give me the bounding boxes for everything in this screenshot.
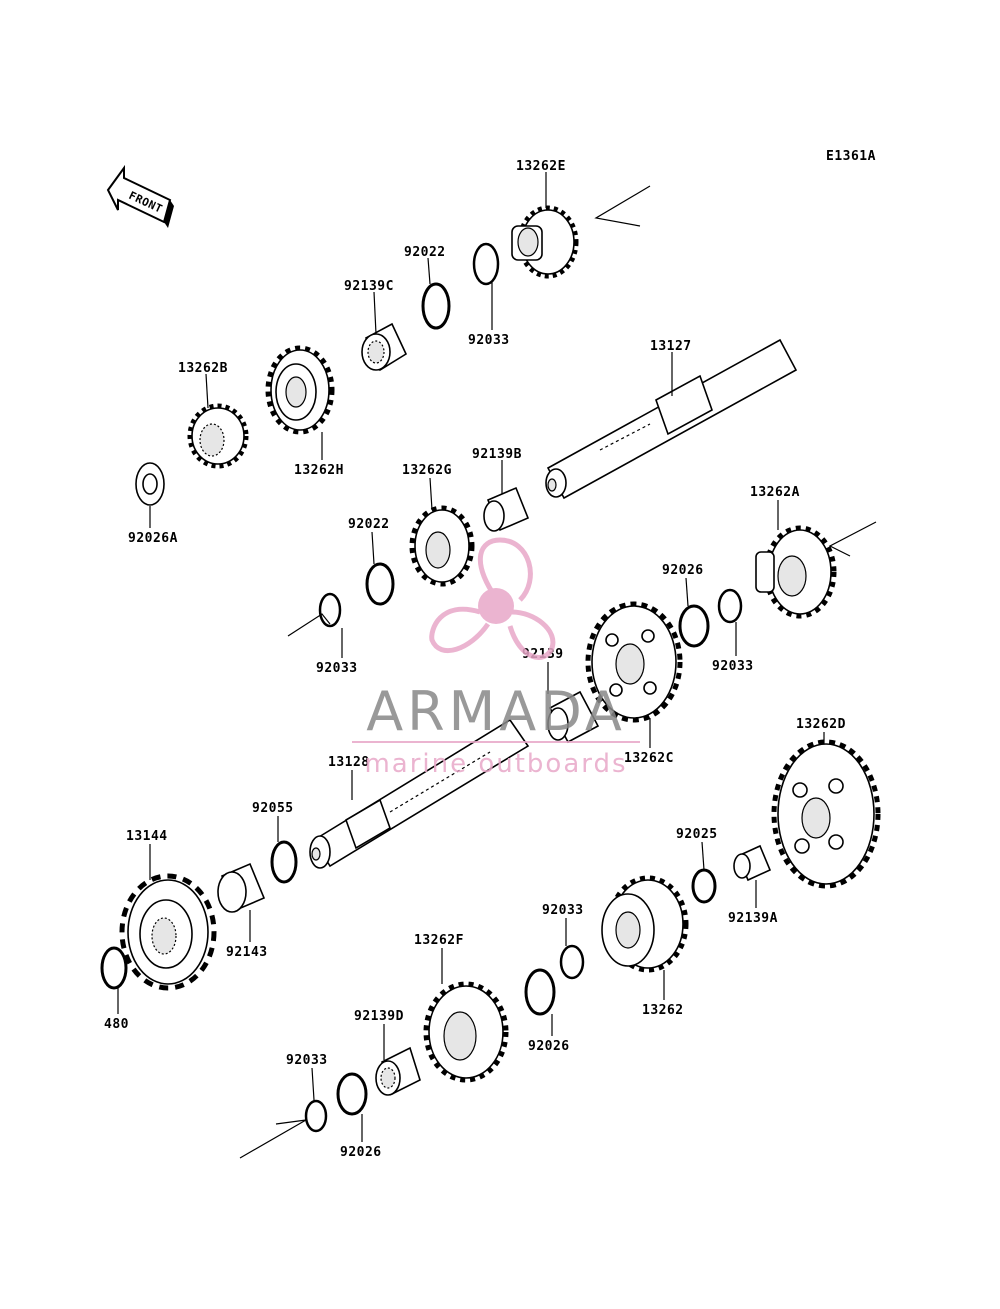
label-480: 480 bbox=[104, 1017, 129, 1032]
shaft-axis-arrow bbox=[594, 185, 651, 227]
watermark-brand: ARMADA bbox=[366, 680, 626, 743]
label-92026-lower: 92026 bbox=[528, 1039, 570, 1054]
label-13262G: 13262G bbox=[402, 463, 452, 478]
circlip-480 bbox=[100, 946, 128, 990]
gear-13262 bbox=[601, 875, 689, 973]
label-92033-top: 92033 bbox=[468, 333, 510, 348]
label-13127: 13127 bbox=[650, 339, 692, 354]
propeller-logo-icon bbox=[429, 537, 556, 660]
washer-92025 bbox=[691, 868, 717, 904]
snap-ring-92033-left bbox=[318, 592, 342, 628]
label-92033-left: 92033 bbox=[316, 661, 358, 676]
gear-13262A bbox=[755, 525, 837, 619]
sprocket-13144 bbox=[119, 873, 217, 991]
washer-92022-mid bbox=[365, 562, 395, 606]
shaft-13127 bbox=[545, 338, 798, 500]
label-13144: 13144 bbox=[126, 829, 168, 844]
label-92026A: 92026A bbox=[128, 531, 178, 546]
shaft-axis-arrow-right bbox=[828, 521, 877, 557]
gear-13262G bbox=[409, 505, 475, 587]
label-92025: 92025 bbox=[676, 827, 718, 842]
snap-ring-92033-top bbox=[472, 242, 500, 286]
o-ring-92055 bbox=[270, 840, 298, 884]
snap-ring-92033-bottom bbox=[304, 1099, 328, 1133]
label-92026-bottom: 92026 bbox=[340, 1145, 382, 1160]
label-13262D: 13262D bbox=[796, 717, 846, 732]
label-92022-top: 92022 bbox=[404, 245, 446, 260]
gear-13262B bbox=[187, 403, 249, 469]
bearing-92139 bbox=[547, 690, 600, 744]
label-13262: 13262 bbox=[642, 1003, 684, 1018]
label-92033-bottom: 92033 bbox=[286, 1053, 328, 1068]
shaft-axis-arrow-bottom bbox=[239, 1119, 307, 1159]
snap-ring-92033-lower bbox=[559, 944, 585, 980]
collar-92143 bbox=[217, 862, 266, 913]
label-92026-mid: 92026 bbox=[662, 563, 704, 578]
bearing-92139C bbox=[361, 322, 408, 372]
bearing-92139A bbox=[733, 844, 772, 882]
washer-92026-bottom bbox=[336, 1072, 368, 1116]
label-92139C: 92139C bbox=[344, 279, 394, 294]
gear-13262D bbox=[771, 739, 881, 889]
watermark-tagline: marine outboards bbox=[364, 749, 627, 779]
washer-92022-top bbox=[421, 282, 451, 330]
label-92033-right: 92033 bbox=[712, 659, 754, 674]
bearing-92139D bbox=[375, 1046, 421, 1096]
shaft-axis-arrow-left bbox=[287, 613, 331, 637]
label-92139D: 92139D bbox=[354, 1009, 404, 1024]
label-13262A: 13262A bbox=[750, 485, 800, 500]
gear-13262H bbox=[265, 345, 335, 435]
gear-13262C bbox=[585, 601, 683, 723]
washer-92026-mid bbox=[678, 604, 710, 648]
label-92022-mid: 92022 bbox=[348, 517, 390, 532]
label-92139A: 92139A bbox=[728, 911, 778, 926]
label-13262E: 13262E bbox=[516, 159, 566, 174]
label-13128: 13128 bbox=[328, 755, 370, 770]
armada-watermark: ARMADA marine outboards bbox=[352, 537, 640, 779]
gear-13262E bbox=[511, 205, 579, 279]
label-92055: 92055 bbox=[252, 801, 294, 816]
label-13262H: 13262H bbox=[294, 463, 344, 478]
snap-ring-92033-right bbox=[717, 588, 743, 624]
label-13262C: 13262C bbox=[624, 751, 674, 766]
front-arrow-icon: FRONT bbox=[106, 164, 174, 228]
label-92033-lower: 92033 bbox=[542, 903, 584, 918]
bearing-92139B bbox=[483, 486, 530, 532]
diagram-id-code: E1361A bbox=[826, 149, 876, 164]
label-92139B: 92139B bbox=[472, 447, 522, 462]
label-13262F: 13262F bbox=[414, 933, 464, 948]
washer-92026A bbox=[135, 462, 165, 506]
washer-92026-lower bbox=[524, 968, 556, 1016]
label-13262B: 13262B bbox=[178, 361, 228, 376]
gear-13262F bbox=[423, 981, 509, 1083]
shaft-13128 bbox=[309, 718, 530, 869]
leader-lines bbox=[117, 172, 825, 1142]
label-92143: 92143 bbox=[226, 945, 268, 960]
